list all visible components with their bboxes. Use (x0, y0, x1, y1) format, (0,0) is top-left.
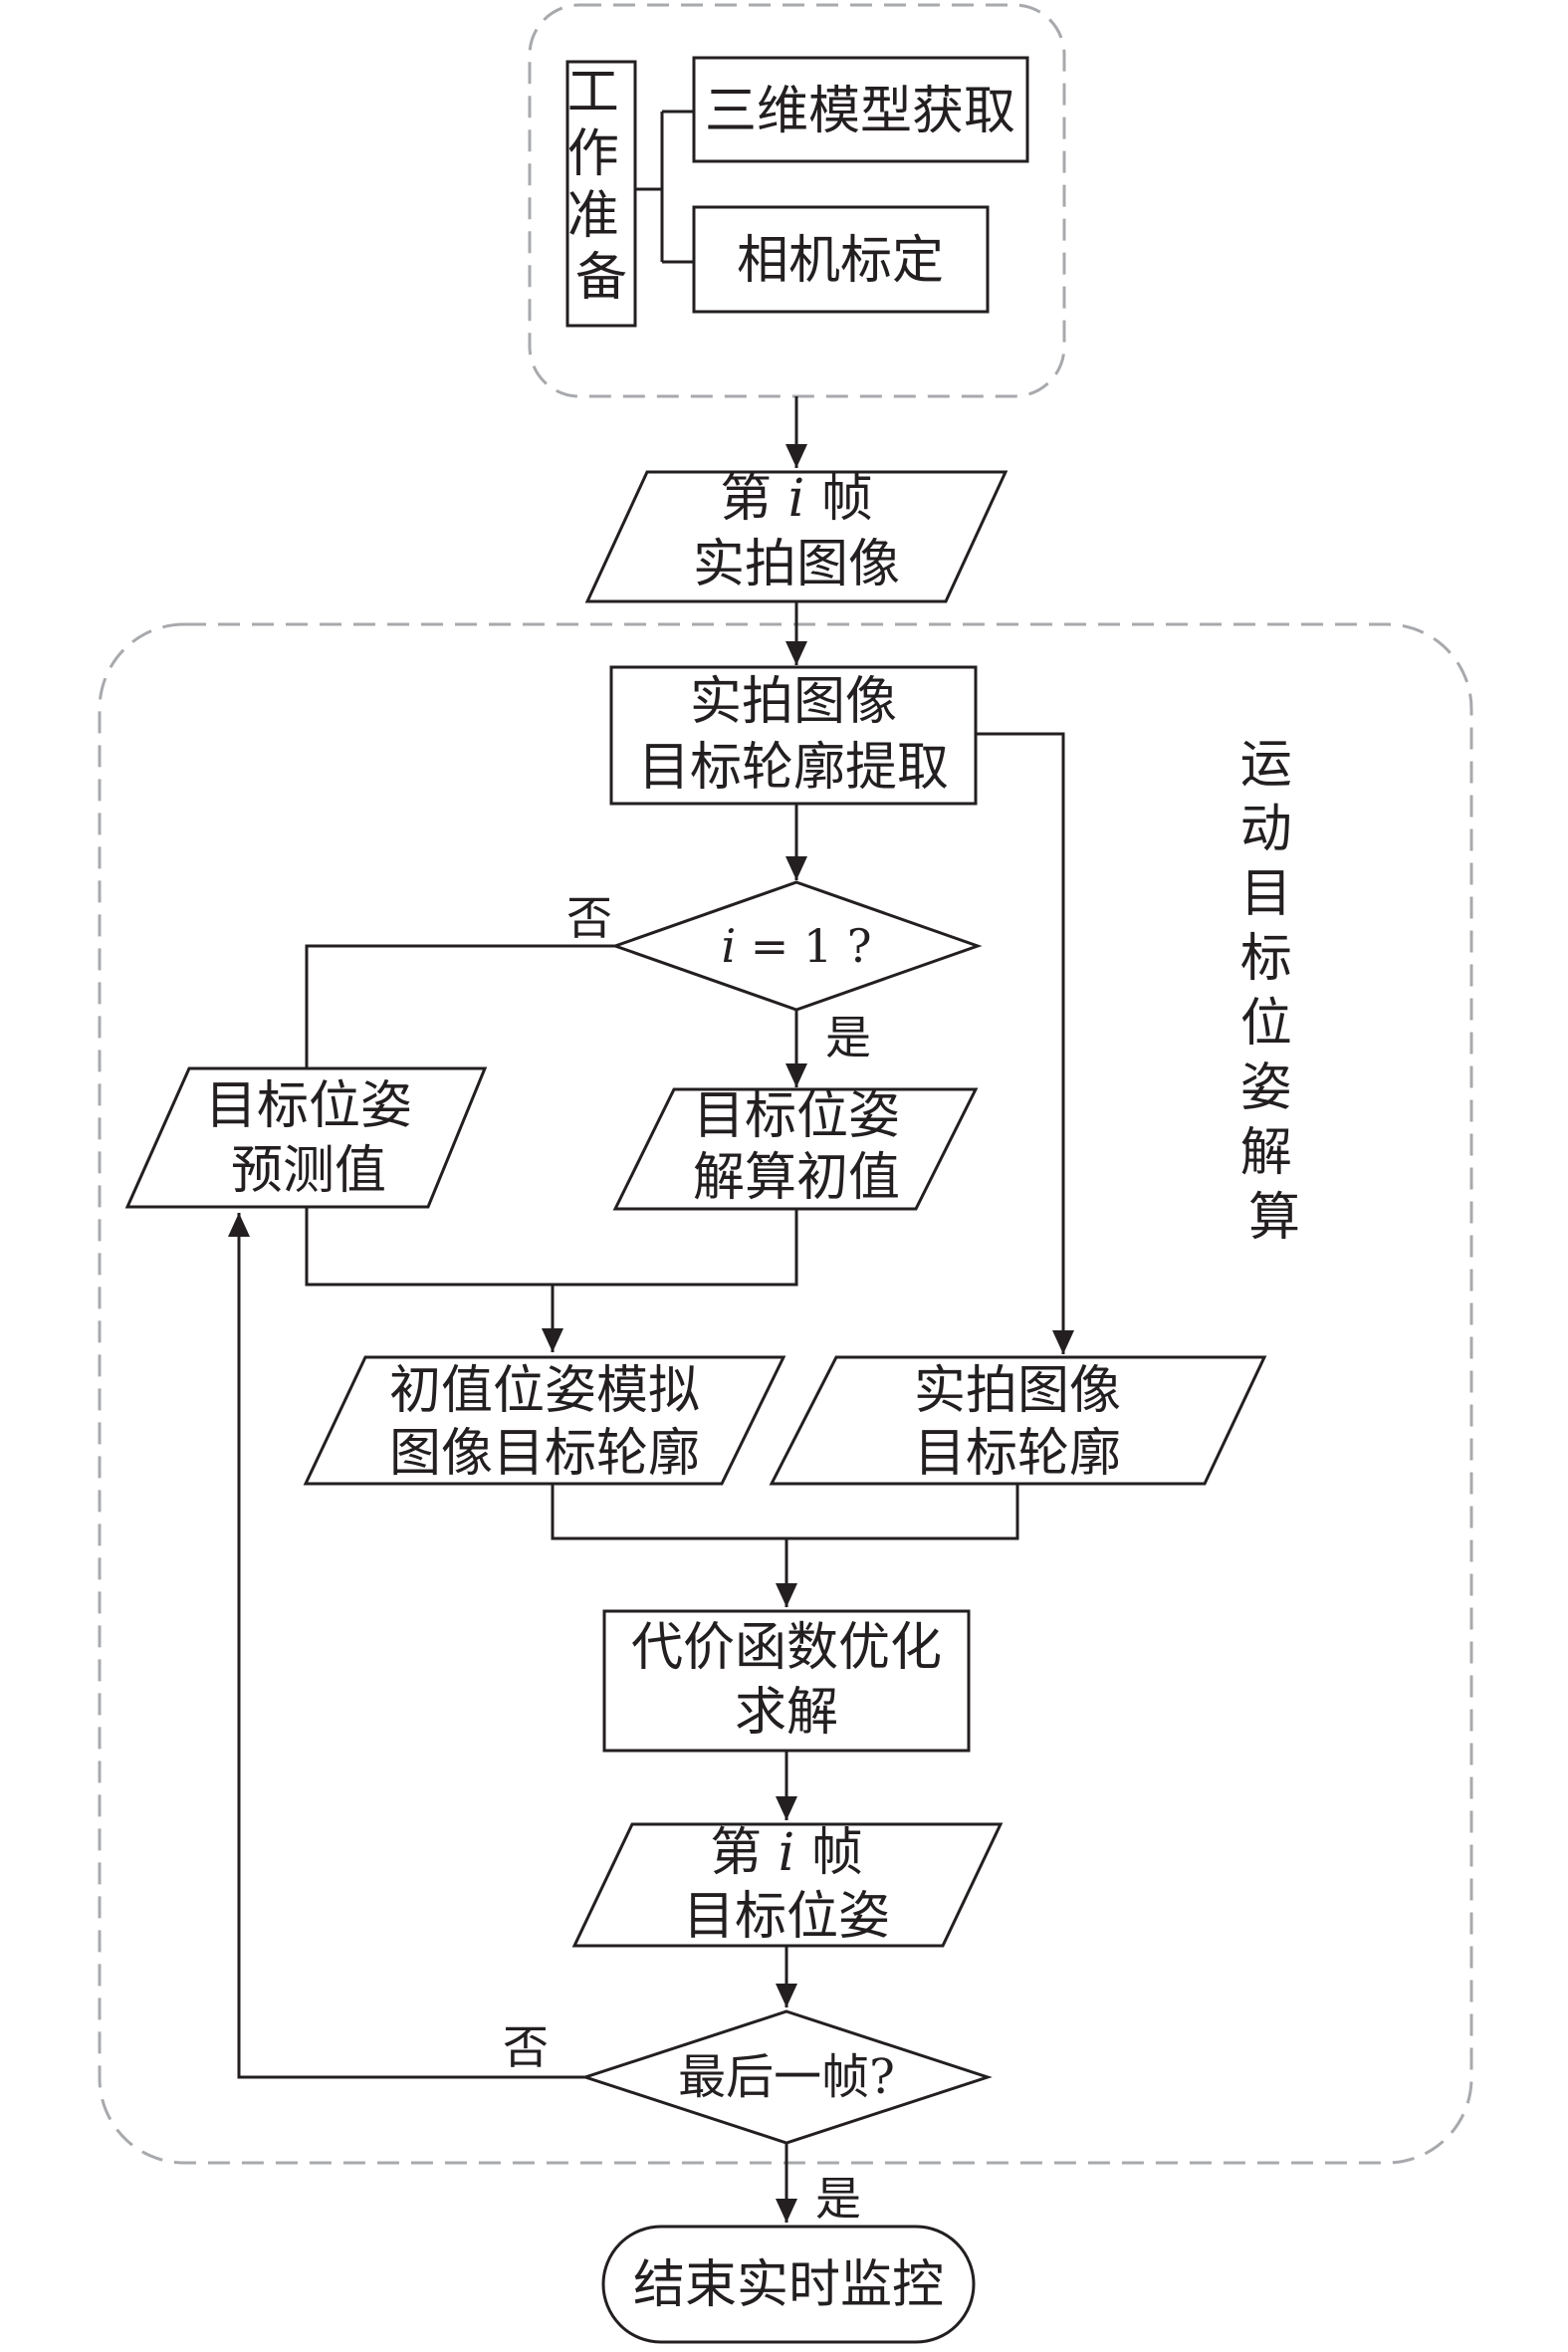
connector-contours-merge (551, 1484, 1019, 1540)
svg-text:运 动 目 标 位: 运 动 目 标 位 姿 解 算 (1240, 735, 1309, 1248)
prep-bracket (635, 110, 694, 264)
motion-label-char: 运 (1240, 735, 1292, 795)
real-contour-line2: 目标轮廓 (914, 1424, 1121, 1484)
frame-input-shape (584, 470, 1008, 603)
camera-calib-box (692, 205, 990, 314)
prep-label-char: 工 (567, 63, 619, 122)
last-frame-yes-label: 是 (815, 2172, 861, 2226)
prep-label-char: 作 (567, 124, 619, 184)
contour-extract-box (609, 665, 978, 806)
arrow-decision-no-to-predict (305, 944, 615, 1068)
motion-label-char: 标 (1240, 929, 1292, 989)
connector-predict-merge (305, 1207, 798, 1287)
motion-label-char: 位 (1240, 994, 1292, 1054)
pose-init-line2: 解算初值 (693, 1148, 900, 1208)
frame-pose-line1: 第 i 帧 (710, 1823, 863, 1883)
end-terminator (601, 2225, 976, 2344)
model-acquire-text: 三维模型获取 (705, 82, 1015, 141)
contour-extract-line1: 实拍图像 (690, 672, 897, 732)
end-text: 结束实时监控 (633, 2255, 944, 2315)
motion-label-char: 姿 (1240, 1058, 1292, 1118)
real-contour-line1: 实拍图像 (914, 1361, 1121, 1421)
first-frame-yes-label: 是 (825, 1011, 871, 1064)
pose-predict-shape (124, 1066, 488, 1209)
prep-label-char: 准 (567, 186, 619, 246)
last-frame-decision-text: 最后一帧? (678, 2049, 895, 2105)
cost-opt-box (602, 1609, 971, 1753)
motion-label-char: 算 (1248, 1188, 1300, 1248)
cost-opt-line1: 代价函数优化 (631, 1618, 942, 1678)
pose-init-line1: 目标位姿 (693, 1086, 900, 1146)
motion-label-char: 目 (1240, 864, 1292, 924)
last-frame-no-label: 否 (503, 2020, 549, 2074)
frame-pose-line2: 目标位姿 (683, 1887, 890, 1947)
cost-opt-line2: 求解 (735, 1683, 838, 1743)
motion-label-char: 解 (1240, 1123, 1292, 1183)
prep-label-box (565, 60, 637, 328)
sim-contour-line1: 初值位姿模拟 (389, 1361, 700, 1421)
camera-calib-text: 相机标定 (737, 231, 944, 291)
frame-pose-shape (571, 1822, 1004, 1948)
first-frame-decision-text: i = 1 ? (721, 919, 871, 973)
svg-text:工 作 准 备: 工 作 准 备 (567, 63, 636, 308)
sim-contour-line2: 图像目标轮廓 (389, 1424, 700, 1484)
frame-input-line1: 第 i 帧 (720, 469, 873, 529)
real-contour-shape (769, 1355, 1267, 1486)
frame-input-line2: 实拍图像 (693, 535, 900, 594)
arrow-extract-to-real-contour (976, 732, 1074, 1354)
model-acquire-box (692, 56, 1029, 163)
pose-predict-line2: 预测值 (231, 1141, 386, 1201)
prep-label-char: 备 (575, 248, 627, 308)
first-frame-no-label: 否 (566, 891, 612, 945)
pose-predict-line1: 目标位姿 (205, 1076, 412, 1136)
contour-extract-line2: 目标轮廓提取 (638, 738, 949, 798)
sim-contour-shape (303, 1355, 786, 1486)
pose-init-shape (612, 1087, 979, 1211)
motion-label-char: 动 (1240, 800, 1292, 859)
arrow-loop-back-to-predict (228, 1213, 585, 2079)
